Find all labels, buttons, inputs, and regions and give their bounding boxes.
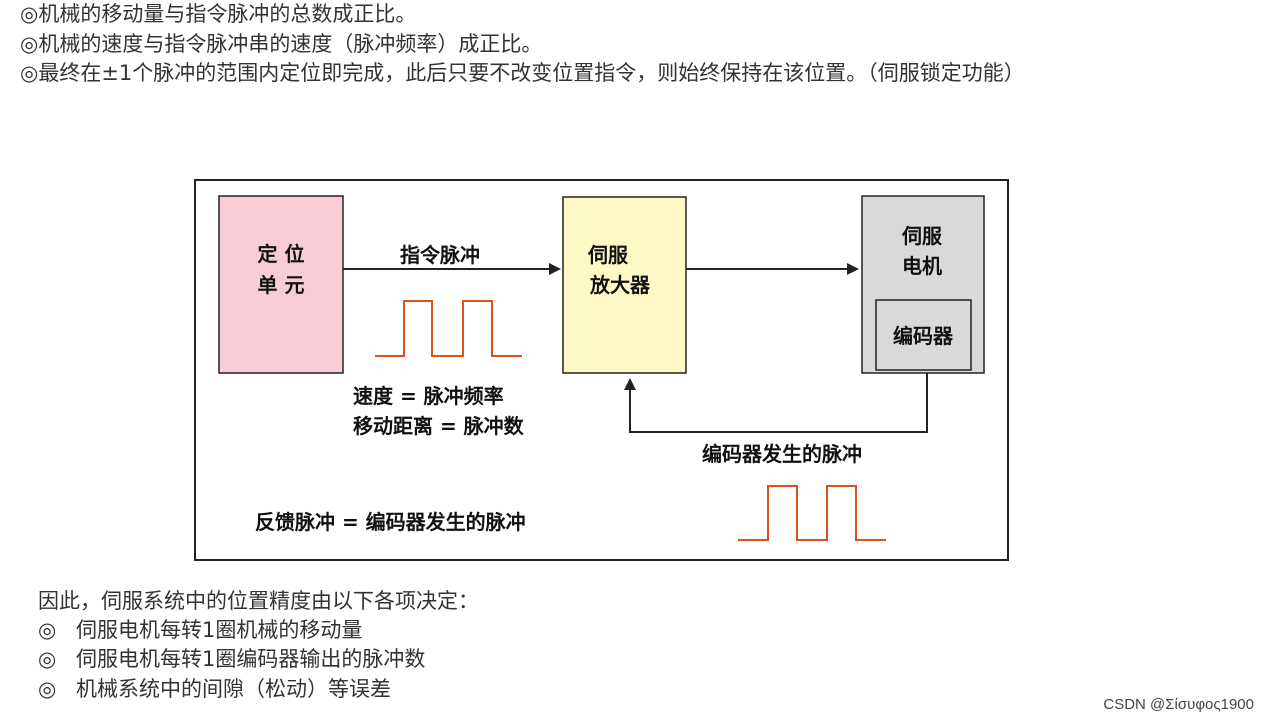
encoder-pulse-waveform [738,485,886,541]
positioning-unit-label-2: 单 元 [258,273,305,297]
statement-line-2: ◎机械的速度与指令脉冲串的速度（脉冲频率）成正比。 [20,32,543,56]
statement-line-3: ◎最终在±1个脉冲的范围内定位即完成，此后只要不改变位置指令，则始终保持在该位置… [20,61,1025,85]
list-item-text: 机械系统中的间隙（松动）等误差 [76,677,391,701]
servo-motor-label-2: 电机 [902,254,942,278]
statement-line-1: ◎机械的移动量与指令脉冲的总数成正比。 [20,2,417,26]
positioning-unit-box [218,195,344,374]
feedback-note: 反馈脉冲 = 编码器发生的脉冲 [255,510,526,534]
servo-motor-label-1: 伺服 [901,224,943,248]
conclusion-intro: 因此，伺服系统中的位置精度由以下各项决定： [38,589,479,613]
list-item-text: 伺服电机每转1圈编码器输出的脉冲数 [76,647,426,671]
speed-note: 速度 = 脉冲频率 [353,384,504,408]
list-item: ◎ 伺服电机每转1圈编码器输出的脉冲数 [38,645,425,673]
bullet-icon: ◎ [38,677,57,701]
servo-amplifier-label-2: 放大器 [589,273,651,297]
encoder-pulse-label: 编码器发生的脉冲 [702,442,862,466]
encoder-box [875,299,972,371]
list-item-text: 伺服电机每转1圈机械的移动量 [76,618,363,642]
watermark: CSDN @Σίσυφος1900 [1103,696,1254,713]
bullet-icon: ◎ [38,618,57,642]
command-pulse-label: 指令脉冲 [400,243,480,267]
command-pulse-waveform [375,300,522,357]
feedback-path [624,373,928,433]
distance-note: 移动距离 = 脉冲数 [353,414,525,438]
list-item: ◎ 机械系统中的间隙（松动）等误差 [38,675,391,703]
servo-amplifier-label-1: 伺服 [587,243,629,267]
positioning-unit-label-1: 定 位 [258,242,305,266]
encoder-label: 编码器 [893,324,954,348]
list-item: ◎ 伺服电机每转1圈机械的移动量 [38,616,362,644]
servo-amplifier-box [562,196,687,374]
bullet-icon: ◎ [38,647,57,671]
